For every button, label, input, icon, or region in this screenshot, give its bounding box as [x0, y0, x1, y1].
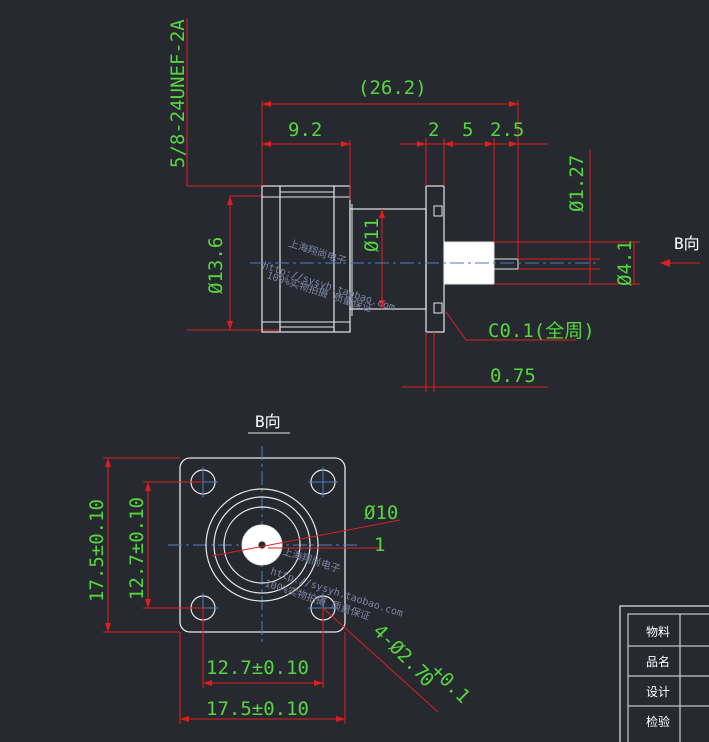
hole-callout-leader: [322, 607, 439, 713]
dim-leader-10: [211, 519, 401, 557]
flange-hole-bottom: [433, 302, 443, 314]
dim-5: 5: [462, 119, 473, 141]
dim-4-1: Ø4.1: [614, 240, 636, 286]
dim-inner-h: 12.7±0.10: [206, 657, 309, 679]
arrow-inner-h-right: [314, 680, 323, 686]
hole-tol-upper: +0.1: [426, 660, 474, 708]
title-row-label: 检验: [646, 714, 670, 729]
arrow-13-6-top: [227, 196, 233, 205]
dim-pin-dia: Ø1.27: [566, 155, 588, 212]
arrow-chain-2: [444, 141, 453, 147]
title-block-frame: [619, 605, 709, 742]
arrow-9-2-right: [341, 141, 350, 147]
mounting-hole-tr: [308, 467, 338, 497]
dim-outer-h: 17.5±0.10: [206, 698, 309, 720]
arrow-overall-left: [262, 101, 271, 107]
arrow-outer-h-left: [180, 716, 189, 722]
side-view: 5/8-24UNEF-2A Ø13.6 Ø11: [167, 18, 700, 392]
arrow-chain-3: [485, 141, 494, 147]
arrow-chain-1: [417, 141, 426, 147]
front-view-title: B向: [255, 412, 281, 431]
flange-hole-top: [433, 205, 443, 217]
watermark-line1: 上海翔尚电子: [287, 236, 348, 267]
watermark-line3: http://sysyh.taobao.com: [261, 260, 396, 313]
view-arrow-label: B向: [674, 234, 700, 253]
dim-11: Ø11: [361, 218, 383, 252]
dim-nut-length: 9.2: [288, 119, 322, 141]
title-block-inner: [627, 613, 709, 742]
dim-0-75: 0.75: [490, 365, 536, 387]
arrow-outer-h-right: [336, 716, 345, 722]
bore-ring: [223, 506, 301, 584]
thread-label: 5/8-24UNEF-2A: [167, 19, 189, 168]
center-pin: [493, 258, 519, 270]
pin-face: [257, 540, 267, 550]
arrow-overall-right: [509, 101, 518, 107]
chamfer-label: C0.1(全周): [488, 320, 595, 342]
dim-circle: Ø10: [364, 502, 398, 524]
arrow-inner-v-bottom: [145, 599, 151, 608]
title-row-label: 品名: [646, 654, 670, 669]
dim-overall: (26.2): [358, 77, 427, 99]
arrow-11-bottom: [379, 300, 385, 309]
flange-outline: [425, 185, 445, 333]
bore-outer-circle: [205, 488, 319, 602]
dim-inner-v: 12.7±0.10: [126, 497, 148, 600]
dim-outer-v: 17.5±0.10: [86, 499, 108, 602]
arrow-inner-h-left: [203, 680, 212, 686]
view-arrow-head: [660, 259, 670, 267]
title-block: 物料 品名 设计 检验: [619, 605, 709, 742]
bore-inner-circle: [213, 496, 311, 594]
title-row-label: 设计: [646, 685, 670, 699]
front-view: B向: [86, 412, 474, 724]
title-row-label: 物料: [646, 625, 670, 639]
arrow-inner-v-top: [145, 482, 151, 491]
arrow-9-2-left: [262, 141, 271, 147]
arrow-outer-v-top: [105, 458, 111, 467]
arrow-13-6-bottom: [227, 321, 233, 330]
dim-body-dia: Ø13.6: [205, 237, 227, 294]
dim-1: 1: [374, 534, 385, 556]
dim-2: 2: [428, 119, 439, 141]
chamfer-leader: [445, 311, 467, 341]
arrow-chain-4: [509, 141, 518, 147]
dim-2-5: 2.5: [490, 119, 524, 141]
arrow-outer-v-bottom: [105, 623, 111, 632]
arrow-11-top: [379, 209, 385, 218]
